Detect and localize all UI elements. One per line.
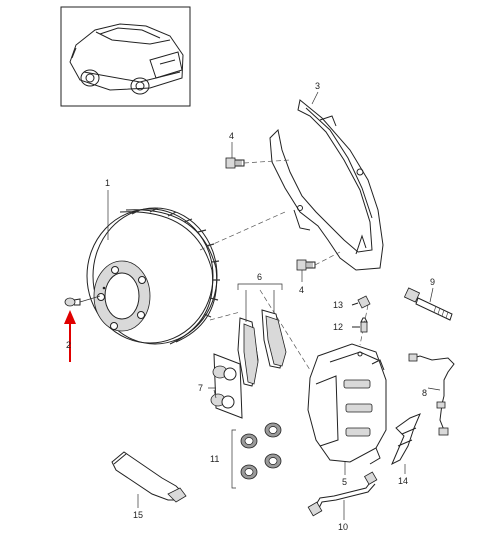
brake-disc — [86, 207, 220, 345]
label-6: 6 — [257, 272, 262, 282]
paste-tube-15 — [111, 451, 187, 508]
cap-13 — [351, 295, 371, 309]
wear-sensor-8 — [408, 353, 455, 436]
label-2: 2 — [66, 340, 71, 350]
pistons — [210, 353, 243, 419]
seals — [231, 422, 282, 489]
label-1: 1 — [105, 178, 110, 188]
label-10: 10 — [338, 522, 348, 532]
red-arrow — [64, 310, 76, 362]
brake-hose-10 — [307, 471, 378, 520]
label-13: 13 — [333, 300, 343, 310]
label-7: 7 — [198, 383, 203, 393]
brake-pads — [237, 283, 287, 387]
caliper — [307, 343, 387, 465]
caliper-bolt-9 — [403, 287, 453, 321]
label-leaders — [107, 91, 346, 475]
vehicle-thumbnail — [60, 6, 191, 107]
label-11: 11 — [210, 454, 219, 464]
screw-2 — [64, 295, 101, 307]
part-labels: 1 2 3 4 4 5 6 7 8 9 10 11 12 13 14 15 — [66, 81, 435, 532]
bolt-4-top — [225, 157, 245, 169]
label-4-top: 4 — [229, 131, 234, 141]
label-3: 3 — [315, 81, 320, 91]
label-12: 12 — [333, 322, 343, 332]
label-14: 14 — [398, 476, 408, 486]
label-5: 5 — [342, 477, 347, 487]
label-4-bottom: 4 — [299, 285, 304, 295]
bleed-valve-12 — [352, 317, 368, 333]
spring-clip-14 — [391, 413, 421, 474]
label-9: 9 — [430, 277, 435, 287]
label-8: 8 — [422, 388, 427, 398]
bolt-4-bottom — [296, 259, 316, 271]
splash-guard — [269, 99, 384, 271]
label-15: 15 — [133, 510, 143, 520]
alignment-lines — [199, 159, 369, 371]
